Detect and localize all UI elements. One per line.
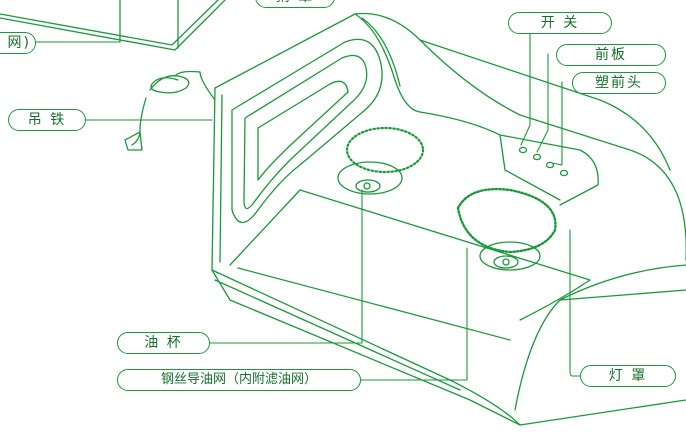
label-hanger: 吊 铁 xyxy=(8,109,86,131)
label-filter-mesh-partial: 网) xyxy=(0,32,36,54)
label-wire-mesh: 钢丝导油网（内附滤油网） xyxy=(117,369,361,391)
label-oil-cup: 油 杯 xyxy=(117,332,210,354)
power-cable xyxy=(124,70,216,151)
handle-cutout xyxy=(231,38,383,224)
control-buttons xyxy=(518,146,569,177)
label-plastic-head: 塑前头 xyxy=(572,72,666,94)
leader-lines xyxy=(33,31,581,381)
right-fan xyxy=(456,187,557,271)
box-fragment xyxy=(0,0,226,51)
label-front-panel: 前板 xyxy=(556,44,666,66)
label-lamp-cover: 灯 罩 xyxy=(580,365,676,387)
hood-body xyxy=(211,12,686,426)
label-switch: 开 关 xyxy=(508,12,612,34)
left-fan xyxy=(337,126,425,195)
label-lamp-cover-top: 粥 罩 xyxy=(255,0,335,8)
